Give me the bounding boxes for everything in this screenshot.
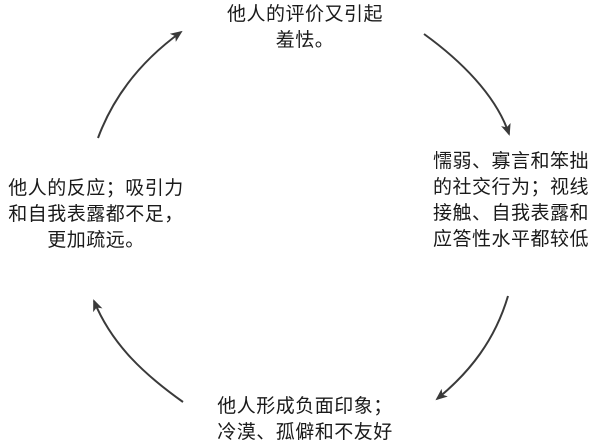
arrow-left-to-top <box>97 30 183 139</box>
node-others-reaction: 他人的反应；吸引力 和自我表露都不足， 更加疏远。 <box>8 177 184 251</box>
node-negative-impression: 他人形成负面印象； 冷漠、孤僻和不友好 <box>217 395 393 443</box>
arrow-right-to-bottom <box>435 295 509 401</box>
node-others-evaluation: 他人的评价又引起 羞怯。 <box>226 3 383 51</box>
node-shy-social-behavior: 懦弱、寡言和笨拙 的社交行为；视线 接触、自我表露和 应答性水平都较低 <box>433 150 590 250</box>
arrow-top-to-right <box>423 33 511 136</box>
arrow-bottom-to-left <box>93 299 184 403</box>
